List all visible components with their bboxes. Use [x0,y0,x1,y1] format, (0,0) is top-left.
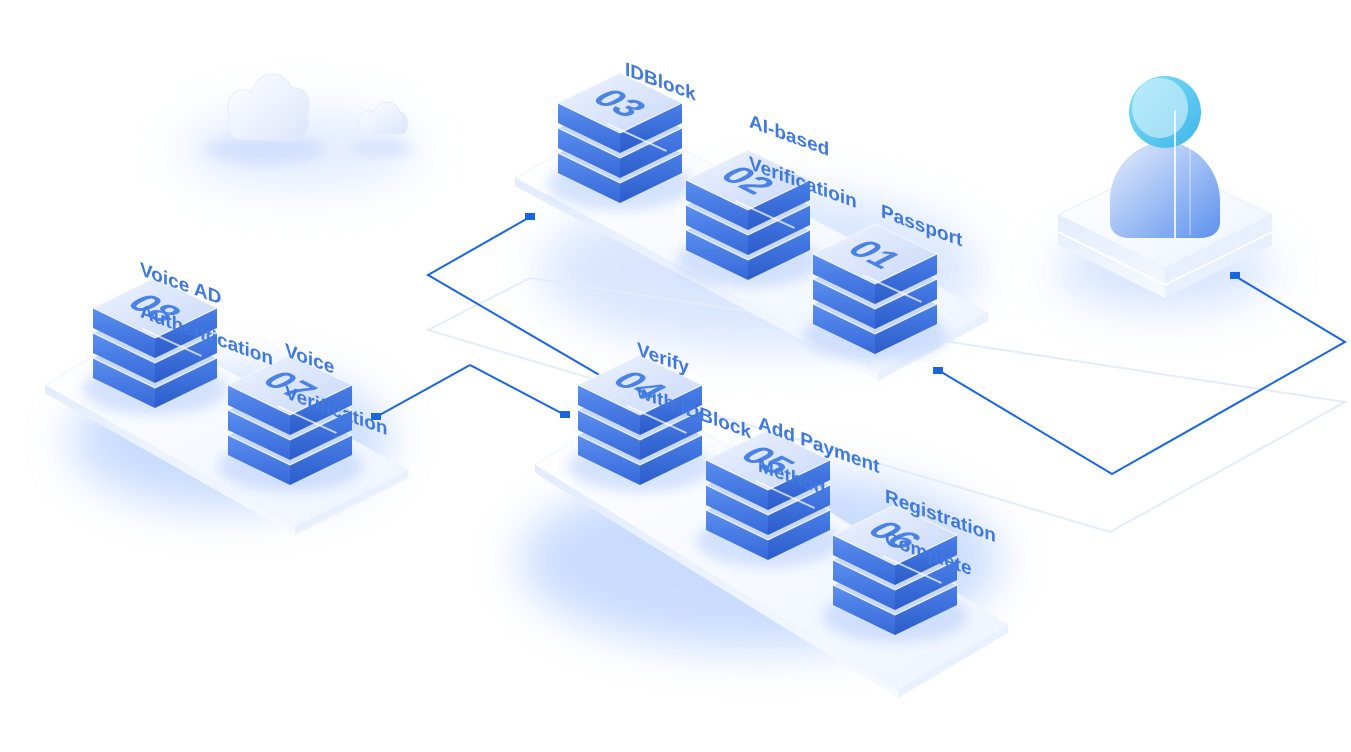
block-layer-left [228,410,290,460]
block-layer-right [748,205,810,255]
cloud-icon [352,101,412,156]
block-layer-right [620,103,682,153]
block-layer-right [640,410,702,460]
block-layer-left [93,358,155,408]
block-layer-left [706,460,768,510]
block-layer-right [768,460,830,510]
block-highlight [607,123,667,152]
cloud-icon [205,73,325,164]
block-stack-01: 01 [803,223,947,361]
block-stack-08: 08 [83,277,227,415]
block-stack-04: 04 [568,354,712,492]
block-layer-left [93,333,155,383]
block-layer-top [556,72,684,134]
block-layer-right [768,510,830,560]
block-highlight [862,274,922,303]
block-layer-right [875,279,937,329]
block-layer-right [155,358,217,408]
block-highlight [627,405,687,434]
block-layer-top [226,354,354,416]
connector-user-to-flow [937,275,1347,476]
block-layer-left [833,585,895,635]
block-layer-right [620,153,682,203]
block-highlight [142,328,202,357]
block-stack-07: 07 [218,354,362,492]
block-layer-left [228,435,290,485]
block-layer-right [895,585,957,635]
user-icon [1109,76,1221,240]
connector-03-to-04 [425,216,609,381]
block-layer-top [704,429,832,491]
block-layer-left [578,385,640,435]
block-layer-left [813,279,875,329]
block-layer-right [895,560,957,610]
block-layer-right [768,485,830,535]
step-label-01-line-1: Passport [881,201,963,252]
block-layer-left [686,230,748,280]
block-layer-right [640,435,702,485]
block-layer-right [155,308,217,358]
block-layer-right [290,410,352,460]
connector-04-to-07 [375,364,471,418]
block-stack-03: 03 [548,72,692,210]
block-layer-left [706,485,768,535]
connector-lines [375,216,1347,476]
block-layer-left [686,180,748,230]
block-layer-left [706,510,768,560]
block-layer-left [813,254,875,304]
block-layer-left [558,153,620,203]
block-layer-left [833,560,895,610]
block-highlight [735,200,795,229]
block-layer-top [831,504,959,566]
connector-04-branch [469,364,566,416]
block-layer-left [833,535,895,585]
block-stack-02: 02 [676,149,820,287]
block-highlight [755,480,815,509]
step-label-03-line-1: IDBlock [625,59,696,106]
block-layer-right [875,254,937,304]
block-layer-right [875,304,937,354]
block-layer-left [228,385,290,435]
block-stack-05: 05 [696,429,840,567]
block-layer-right [290,385,352,435]
block-layer-right [895,535,957,585]
block-layer-left [686,205,748,255]
block-layer-left [558,128,620,178]
block-layer-left [813,304,875,354]
block-layer-right [620,128,682,178]
block-layer-left [578,410,640,460]
block-layer-left [93,308,155,358]
block-layer-right [290,435,352,485]
block-layer-left [578,435,640,485]
block-layer-top [576,354,704,416]
block-highlight [882,555,942,584]
block-stack-06: 06 [823,504,967,642]
background-platform-outlines [425,276,1349,534]
block-layer-top [91,277,219,339]
block-layer-right [748,230,810,280]
block-layer-right [155,333,217,383]
block-layer-right [748,180,810,230]
block-highlight [277,405,337,434]
block-layer-left [558,103,620,153]
block-layer-top [684,149,812,211]
block-layer-top [811,223,939,285]
block-layer-right [640,385,702,435]
